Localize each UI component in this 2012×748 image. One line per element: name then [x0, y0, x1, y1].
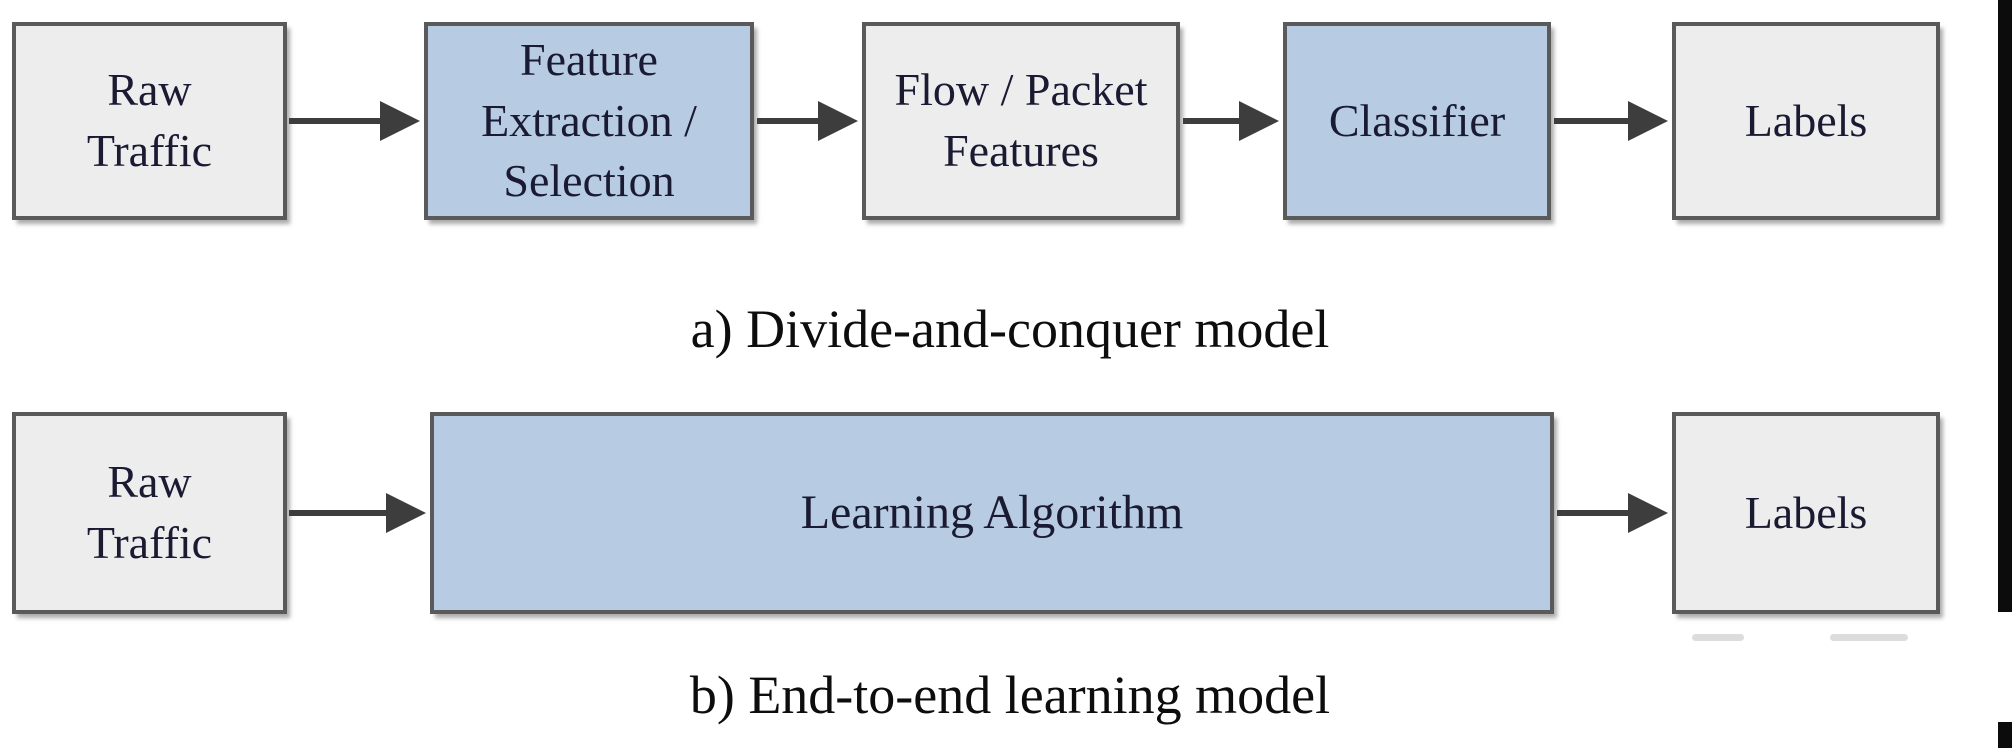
arrow-shaft — [289, 510, 390, 516]
arrowhead-icon — [1628, 493, 1668, 533]
arrowhead-icon — [386, 493, 426, 533]
arrow-shaft — [1554, 118, 1632, 124]
caption-end-to-end: b) End-to-end learning model — [689, 665, 1331, 725]
node-raw-traffic-a-label: Raw Traffic — [86, 64, 213, 176]
node-feature-extraction: Feature Extraction / Selection — [424, 22, 754, 220]
arrow-shaft — [289, 118, 384, 124]
arrowhead-icon — [1628, 101, 1668, 141]
artifact-smudge — [1692, 634, 1744, 641]
arrow-raw-to-feature — [289, 101, 420, 141]
arrow-classifier-to-labels — [1554, 101, 1668, 141]
node-learning-algorithm: Learning Algorithm — [430, 412, 1554, 614]
right-edge-black-bar-bottom — [1998, 722, 2012, 748]
node-feature-extraction-label: Feature Extraction / Selection — [481, 33, 697, 207]
node-raw-traffic-a: Raw Traffic — [12, 22, 287, 220]
arrowhead-icon — [818, 101, 858, 141]
arrow-feature-to-flow — [757, 101, 858, 141]
arrow-raw-to-learning — [289, 493, 426, 533]
node-flow-packet-features-label: Flow / Packet Features — [894, 64, 1148, 176]
arrow-shaft — [1557, 510, 1632, 516]
node-raw-traffic-b-label: Raw Traffic — [86, 456, 213, 568]
arrow-flow-to-classifier — [1183, 101, 1279, 141]
arrow-shaft — [757, 118, 822, 124]
arrow-shaft — [1183, 118, 1243, 124]
node-labels-b: Labels — [1672, 412, 1940, 614]
node-flow-packet-features: Flow / Packet Features — [862, 22, 1180, 220]
node-labels-a: Labels — [1672, 22, 1940, 220]
node-raw-traffic-b: Raw Traffic — [12, 412, 287, 614]
node-labels-a-label: Labels — [1744, 94, 1868, 146]
node-learning-algorithm-label: Learning Algorithm — [800, 486, 1184, 540]
right-edge-black-bar — [1998, 0, 2012, 612]
node-labels-b-label: Labels — [1744, 486, 1868, 538]
caption-divide-and-conquer: a) Divide-and-conquer model — [690, 299, 1330, 359]
node-classifier: Classifier — [1283, 22, 1551, 220]
arrowhead-icon — [380, 101, 420, 141]
node-classifier-label: Classifier — [1328, 94, 1506, 146]
artifact-smudge — [1830, 634, 1908, 641]
arrow-learning-to-labels — [1557, 493, 1668, 533]
arrowhead-icon — [1239, 101, 1279, 141]
